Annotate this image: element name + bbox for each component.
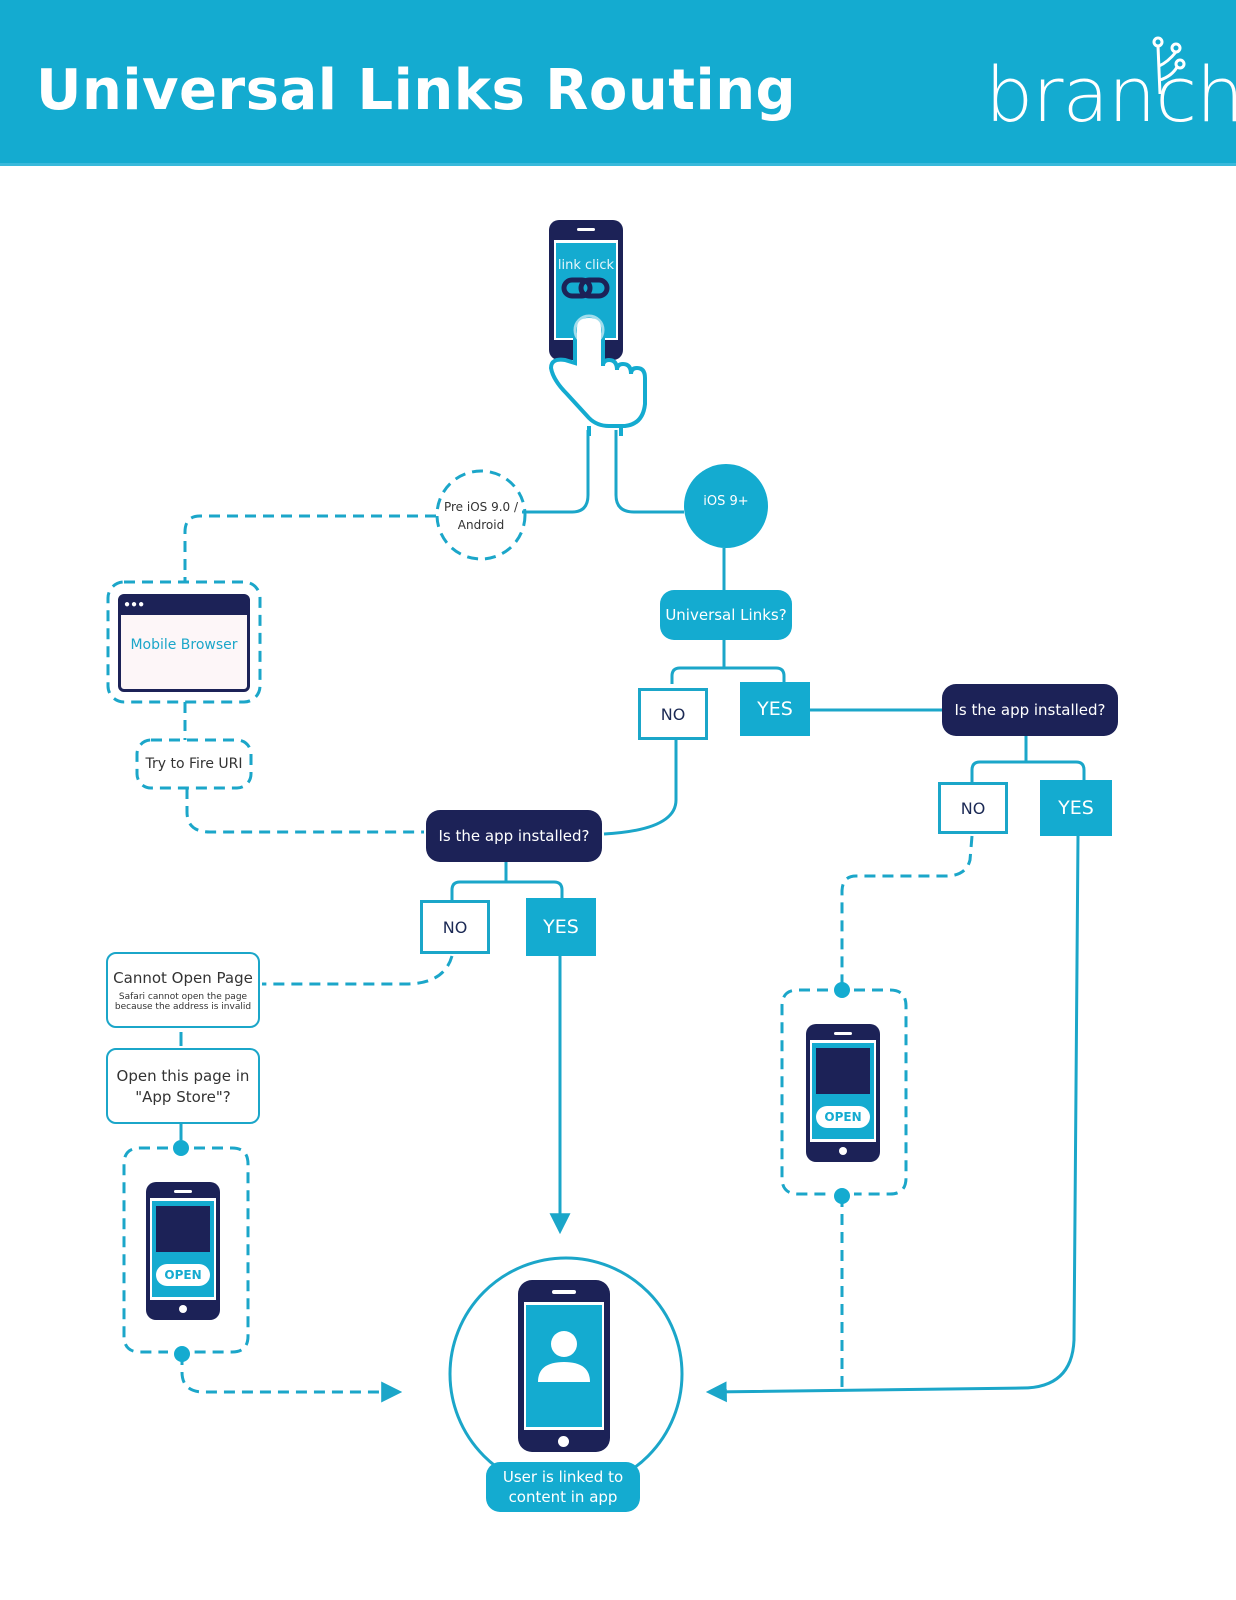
browser-titlebar: ●●● [121,597,247,615]
connector-start-ios9 [614,430,684,514]
left-store-phone: OPEN [146,1182,220,1320]
cannot-open-line1: Safari cannot open the page [118,991,248,1002]
browser-dots-icon: ●●● [124,599,146,610]
connector-try-uri-installed [185,788,424,834]
connector-mid-no-cannot-open [262,955,454,986]
installed-middle-node: Is the app installed? [426,810,602,862]
connector-installed-right-branches [970,736,1086,782]
connector-installed-middle-branches [450,860,564,900]
mobile-browser-label: Mobile Browser [130,637,238,653]
app-store-prompt-line2: "App Store"? [135,1087,231,1106]
mid-yes-box: YES [526,898,596,956]
connector-no-installed-middle [603,738,678,836]
right-yes-box: YES [1040,780,1112,836]
left-phone-top-dot [173,1140,189,1156]
connector-right-yes-end [705,835,1080,1403]
ios9-circle [684,464,768,548]
branch-logo-text: branch [985,50,1236,139]
right-no-box: NO [938,782,1008,834]
right-open-button: OPEN [816,1106,870,1128]
end-phone [518,1280,610,1452]
branch-logo-tree-icon [1152,36,1186,95]
pre-ios-label-line1: Pre iOS 9.0 / [443,500,519,514]
start-phone-hand-icon [548,220,647,436]
pre-ios-label-line2: Android [457,518,505,532]
browser-dashed-frame [106,580,262,704]
ul-no-box: NO [638,688,708,740]
header-banner: Universal Links Routing branch [0,0,1236,166]
left-open-button: OPEN [156,1264,210,1286]
installed-right-node: Is the app installed? [942,684,1118,736]
cannot-open-title: Cannot Open Page [113,968,253,987]
pre-ios-circle [435,469,527,561]
left-phone-dashed-frame [122,1146,250,1354]
end-line2: content in app [508,1488,618,1506]
try-fire-uri-label: Try to Fire URI [145,756,243,772]
right-phone-top-dot [834,982,850,998]
connector-start-pre-ios [522,430,590,514]
right-phone-dashed-frame [780,988,908,1196]
right-phone-bottom-dot [834,1188,850,1204]
connector-ul-branches [670,640,786,684]
page-title: Universal Links Routing [36,58,797,123]
universal-links-node: Universal Links? [660,590,792,640]
cannot-open-page-dialog: Cannot Open Page Safari cannot open the … [106,952,260,1028]
right-store-phone: OPEN [806,1024,880,1162]
left-phone-bottom-dot [174,1346,190,1362]
connector-left-phone-end [180,1354,403,1403]
connector-pre-ios-browser [183,514,436,582]
cannot-open-line2: because the address is invalid [114,1001,252,1012]
user-avatar-icon [538,1331,590,1382]
connector-right-no-phone [840,835,974,990]
start-label: link click [557,258,615,273]
app-store-prompt-dialog: Open this page in "App Store"? [106,1048,260,1124]
end-line1: User is linked to [502,1468,624,1486]
mobile-browser-window: ●●● Mobile Browser [118,594,250,692]
end-node: User is linked to content in app [486,1462,640,1512]
mid-no-box: NO [420,900,490,954]
app-store-prompt-line1: Open this page in [116,1066,250,1085]
ios9-label: iOS 9+ [703,494,749,509]
ul-yes-box: YES [740,682,810,736]
try-uri-dashed-frame [135,738,253,790]
link-icon [561,277,610,299]
